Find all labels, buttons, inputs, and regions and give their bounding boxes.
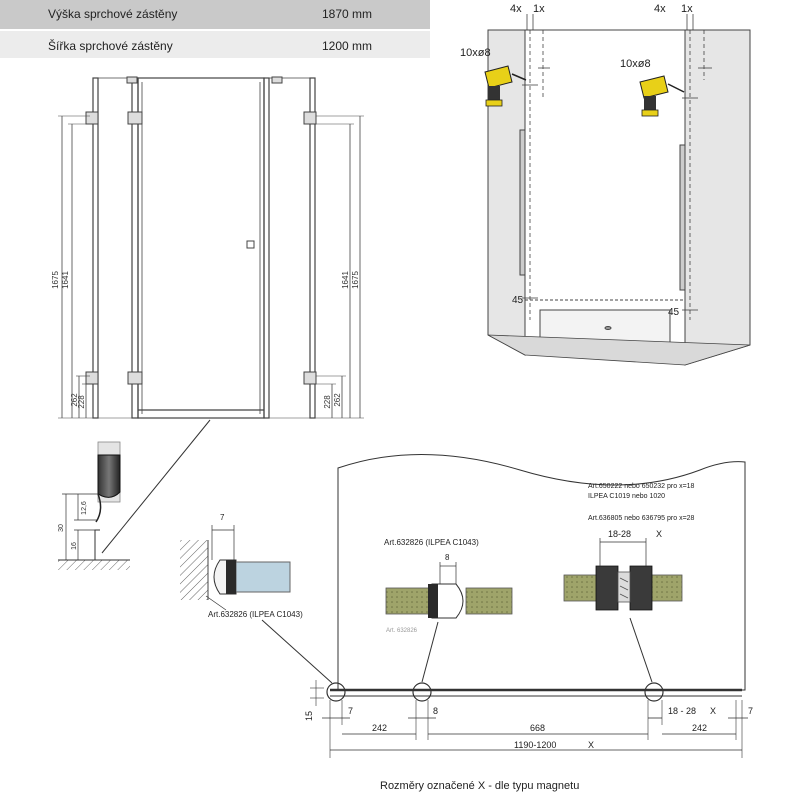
dim-right-1675: 1675 [351,271,360,289]
magnet-dim-x: X [656,529,662,539]
seal-detail: 12,6 30 16 [58,441,130,570]
detail-wall-seal [180,525,291,611]
dim-left-1675: 1675 [51,271,60,289]
dim-height-15: 15 [304,711,314,721]
bottom-sheet [337,454,746,691]
left-wall-profile [92,77,99,419]
dim-7-left: 7 [348,706,353,716]
wall-bracket [303,111,317,125]
sheet-outline [337,454,746,691]
dim-18-28: 18 - 28 [668,706,696,716]
dim-right-262: 262 [333,393,342,407]
drill-count-left: 4x [510,3,522,15]
drill-bit-left: 10xø8 [460,47,491,59]
detail-door-art: Art.632826 (ILPEA C1043) [384,538,479,547]
angle-right: 45 [668,307,680,318]
hinge [127,371,143,385]
seal-dim-16: 16 [71,542,78,550]
detail-wall-dim: 7 [220,513,225,522]
plan-view [310,680,748,758]
dim-total: 1190-1200 [514,740,556,750]
drill-bit-right: 10xø8 [620,58,651,70]
right-fixed-panel-edge [263,77,270,419]
spec-value-height: 1870 mm [322,7,372,21]
wall-profile-left [519,129,526,276]
spec-label-width: Šířka sprchové zástěny [48,38,173,53]
bottom-seal [97,454,121,498]
wall-hatch [180,540,208,600]
plan-dim-labels: 15 7 8 18 - 28 X 7 242 668 242 1190-1200… [304,706,753,750]
magnet-art-line-3: Art.636805 nebo 636795 pro x=28 [588,515,695,522]
door-panel [137,77,265,419]
detail-marker-1 [326,682,346,702]
spec-row-bg [0,0,430,30]
wall-bracket [303,371,317,385]
dim-x-total: X [588,740,594,750]
front-view-dim-labels: 1675 1641 262 228 1641 1675 228 262 [51,271,360,409]
spec-label-height: Výška sprchové zástěny [48,7,177,21]
detail-magnet-seal [563,538,683,683]
drilling-view [487,14,751,366]
spec-value-width: 1200 mm [322,39,372,53]
seal-dim-30: 30 [58,524,65,532]
glass-panel [235,561,291,593]
dim-668: 668 [530,723,545,733]
detail-marker-3 [644,682,664,702]
spec-table: Výška sprchové zástěny 1870 mm Šířka spr… [0,0,430,58]
spec-row-bg [0,30,430,58]
drill-count-right-2: 1x [681,3,693,15]
dim-right-1641: 1641 [341,271,350,289]
magnet-art-line-1: Art.650222 nebo 650232 pro x=18 [588,483,695,490]
wall-bracket [85,111,99,125]
right-wall [684,29,751,366]
footer-note: Rozměry označené X - dle typu magnetu [380,780,579,792]
detail-door-small: Art. 632826 [386,628,418,634]
dim-242-right: 242 [692,723,707,733]
front-view [58,76,364,419]
drilling-labels: 4x 1x 4x 1x 10xø8 10xø8 45 45 [460,3,693,318]
left-fixed-panel-edge [131,77,139,419]
hinge [127,111,143,125]
dim-left-228: 228 [77,395,86,409]
wall-bracket [85,371,99,385]
dim-7-right: 7 [748,706,753,716]
dim-242-left: 242 [372,723,387,733]
door-knob [246,240,255,249]
seal-dim-12-6: 12,6 [81,501,88,515]
detail-wall-art: Art.632826 (ILPEA C1043) [208,610,303,619]
dim-8: 8 [433,706,438,716]
angle-left: 45 [512,295,524,306]
dim-x-mid: X [710,706,716,716]
detail-marker-2 [412,682,432,702]
detail-door-dim: 8 [445,553,450,562]
magnet-art-line-2: ILPEA C1019 nebo 1020 [588,493,665,500]
detail-door-seal [385,562,513,683]
dim-left-262: 262 [70,393,79,407]
right-wall-profile [309,77,316,419]
drill-count-right: 4x [654,3,666,15]
dim-left-1641: 1641 [61,271,70,289]
drill-left [484,65,527,107]
drill-count-left-2: 1x [533,3,545,15]
magnet-dim: 18-28 [608,529,631,539]
wall-profile-right [679,144,686,291]
dim-right-228: 228 [323,395,332,409]
floor-section [58,560,130,570]
seal-profile [428,584,438,618]
seal-profile [226,560,236,594]
drill-right [639,75,685,117]
